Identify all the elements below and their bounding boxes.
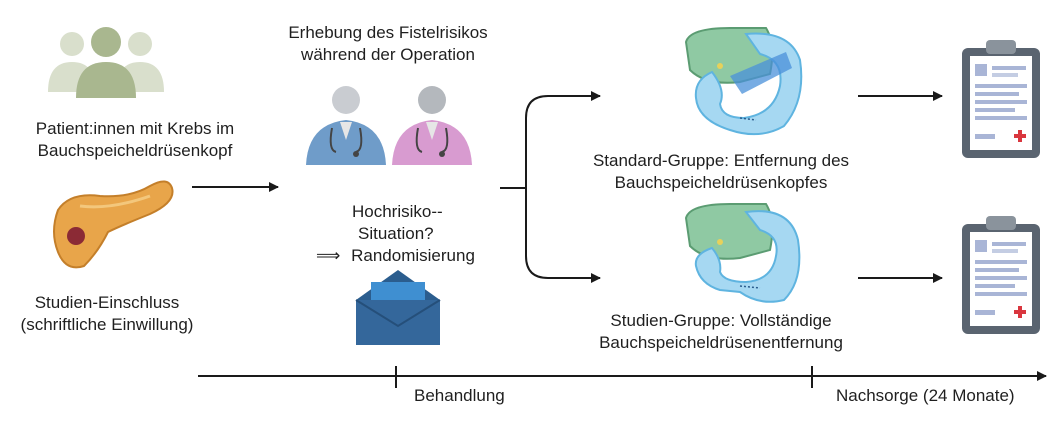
enrollment-label-line1: Studien-Einschluss <box>34 293 180 312</box>
decision-line2: Situation? <box>358 224 434 243</box>
nurse-icon <box>392 86 472 165</box>
decision-line3-row: ⟹ Randomisierung <box>316 245 506 267</box>
followup-label: Nachsorge (24 Monate) <box>836 386 1015 405</box>
envelope-icon <box>355 270 441 345</box>
decision-line3: Randomisierung <box>351 246 475 265</box>
clipboard-icon-study <box>962 216 1040 334</box>
patients-label-line2: Bauchspeicheldrüsenkopf <box>37 141 233 160</box>
surgery-label-line1: Erhebung des Fistelrisikos <box>288 23 488 42</box>
surgeon-icon <box>306 86 386 165</box>
pancreas-tumor-icon <box>53 180 174 269</box>
enrollment-label: Studien-Einschluss (schriftliche Einwill… <box>0 292 214 336</box>
decision-label: Hochrisiko-- Situation? ⟹ Randomisierung <box>316 201 506 267</box>
patients-label-line1: Patient:innen mit Krebs im <box>35 119 235 138</box>
implies-arrow-icon: ⟹ <box>316 246 341 265</box>
standard-group-label: Standard-Gruppe: Entfernung des Bauchspe… <box>566 150 876 194</box>
timeline <box>198 366 1047 388</box>
patients-group-icon <box>48 27 164 98</box>
decision-line1: Hochrisiko-- <box>352 202 443 221</box>
standard-group-label-line1: Standard-Gruppe: Entfernung des <box>592 151 850 170</box>
treatment-label: Behandlung <box>414 386 505 405</box>
total-pancreatectomy-anatomy-icon <box>684 203 801 303</box>
enrollment-label-line2: (schriftliche Einwillung) <box>20 315 194 334</box>
clipboard-icon-standard <box>962 40 1040 158</box>
surgery-label-line2: während der Operation <box>301 45 475 64</box>
study-group-label-line2: Bauchspeicheldrüsenentfernung <box>599 333 843 352</box>
whipple-anatomy-icon <box>684 27 803 136</box>
patients-label: Patient:innen mit Krebs im Bauchspeichel… <box>5 118 265 162</box>
study-group-label: Studien-Gruppe: Vollständige Bauchspeich… <box>566 310 876 354</box>
study-group-label-line1: Studien-Gruppe: Vollständige <box>610 311 832 330</box>
standard-group-label-line2: Bauchspeicheldrüsenkopfes <box>614 173 828 192</box>
randomization-branch-arrows <box>500 91 601 283</box>
surgery-label: Erhebung des Fistelrisikos während der O… <box>268 22 508 66</box>
